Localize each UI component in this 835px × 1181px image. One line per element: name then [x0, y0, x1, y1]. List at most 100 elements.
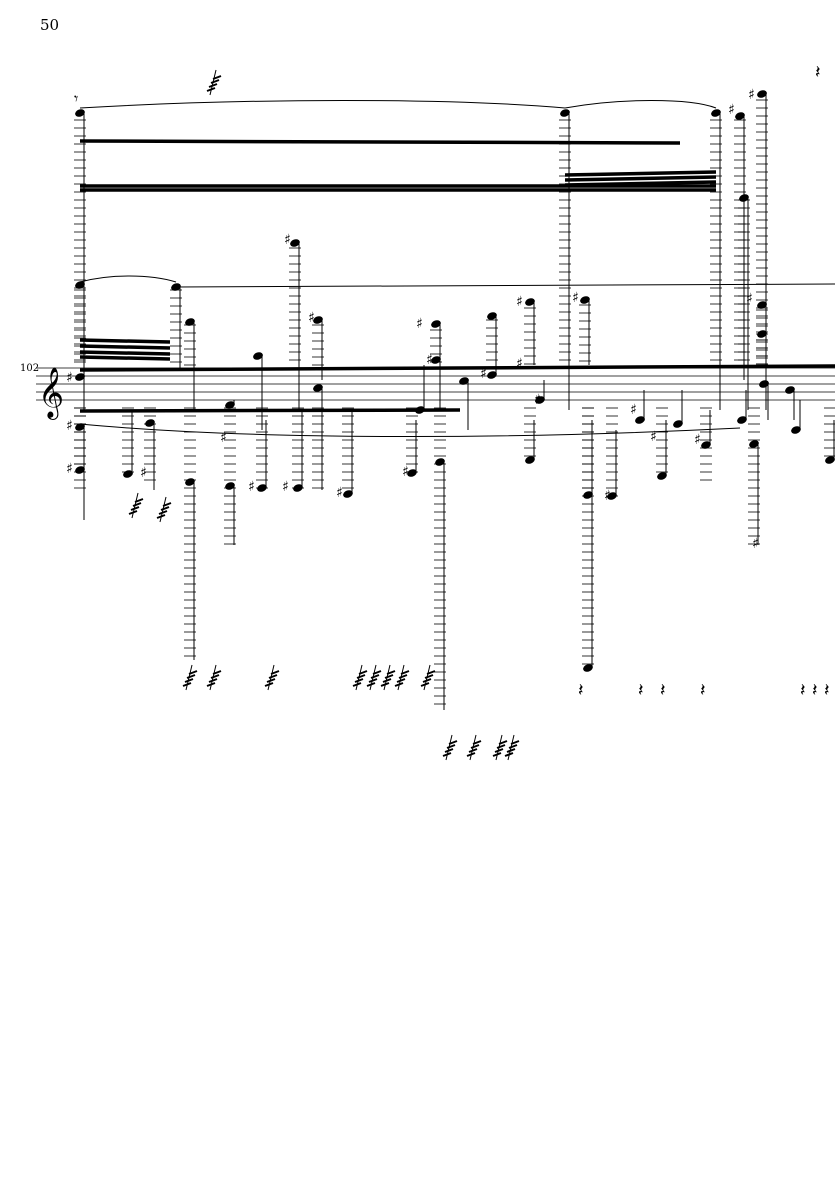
- tremolo-slash: [266, 678, 276, 683]
- note-head: [739, 194, 749, 202]
- staff-lines: [36, 367, 835, 401]
- sharp-sign: ♯: [402, 464, 409, 480]
- tremolo-stem: [209, 664, 217, 691]
- sharp-sign: ♯: [308, 310, 315, 326]
- slur: [79, 100, 566, 109]
- sharp-sign: ♯: [140, 465, 147, 481]
- note-head: [560, 109, 570, 117]
- note-head: [487, 312, 497, 320]
- note-heads: [75, 90, 835, 672]
- note-head: [757, 330, 767, 338]
- note-head: [290, 239, 300, 247]
- tremolo-slash: [368, 678, 378, 683]
- slur: [175, 283, 835, 288]
- tremolo-slash: [422, 678, 432, 683]
- note-head: [459, 377, 469, 385]
- note-head: [749, 440, 759, 448]
- note-head: [635, 416, 645, 424]
- rests: 𝄽𝄽𝄽𝄽𝄽𝄽𝄽𝄽𝄾: [74, 62, 830, 701]
- quarter-rest: 𝄽: [824, 680, 830, 701]
- tremolo-slash: [446, 744, 456, 749]
- tremolo-stem: [209, 69, 217, 96]
- note-head: [673, 420, 683, 428]
- tremolo-stem: [159, 496, 167, 523]
- note-head: [657, 472, 667, 480]
- tremolo-stem: [267, 664, 275, 691]
- tremolo-slash: [184, 678, 194, 683]
- sharp-sign: ♯: [516, 294, 523, 310]
- tremolo-stem: [355, 664, 363, 691]
- tremolo-stem: [495, 734, 503, 761]
- sharp-sign: ♯: [572, 290, 579, 306]
- tremolo-slash: [398, 674, 408, 679]
- note-head: [431, 356, 441, 364]
- sharp-sign: ♯: [284, 232, 291, 248]
- tremolo-slash: [210, 674, 220, 679]
- note-head: [535, 396, 545, 404]
- note-head: [171, 283, 181, 291]
- tremolo-slash: [382, 678, 392, 683]
- quarter-rest: 𝄽: [638, 680, 644, 701]
- note-head: [257, 484, 267, 492]
- tremolo-slash: [508, 744, 518, 749]
- note-head: [75, 109, 85, 117]
- note-head: [583, 491, 593, 499]
- note-head: [525, 456, 535, 464]
- note-head: [225, 401, 235, 409]
- note-head: [75, 281, 85, 289]
- quarter-rest: 𝄽: [812, 680, 818, 701]
- note-head: [185, 318, 195, 326]
- slurs: [79, 100, 835, 438]
- beam: [564, 175, 717, 182]
- tremolo-stem: [507, 734, 515, 761]
- note-head: [525, 298, 535, 306]
- note-head: [431, 320, 441, 328]
- note-head: [735, 112, 745, 120]
- tremolo-slash: [370, 674, 380, 679]
- note-head: [785, 386, 795, 394]
- beam: [79, 139, 681, 145]
- sharp-sign: ♯: [426, 352, 433, 368]
- beam: [79, 355, 171, 361]
- note-head: [825, 456, 835, 464]
- page-number: 50: [40, 16, 60, 34]
- treble-clef-glyph: 𝄞: [38, 367, 64, 420]
- quarter-rest: 𝄽: [660, 680, 666, 701]
- tremolo-stem: [397, 664, 405, 691]
- tremolo-slash: [444, 748, 454, 753]
- note-head: [313, 316, 323, 324]
- note-head: [145, 419, 155, 427]
- tremolo-stem: [469, 734, 477, 761]
- note-stems: [83, 94, 835, 710]
- note-head: [791, 426, 801, 434]
- sharp-sign: ♯: [746, 291, 753, 307]
- sharp-sign: ♯: [534, 392, 541, 408]
- quarter-rest: 𝄽: [578, 680, 584, 701]
- beam: [79, 350, 171, 356]
- tremolo-slash: [210, 79, 220, 84]
- note-head: [253, 352, 263, 360]
- tremolo-slash: [396, 678, 406, 683]
- note-head: [759, 380, 769, 388]
- sharp-sign: ♯: [630, 402, 637, 418]
- note-head: [343, 490, 353, 498]
- beam: [79, 338, 171, 344]
- slur: [79, 275, 177, 283]
- sharp-sign: ♯: [748, 87, 755, 103]
- note-head: [407, 469, 417, 477]
- beam: [564, 170, 717, 177]
- note-head: [415, 406, 425, 414]
- note-head: [583, 664, 593, 672]
- tremolo-slash: [384, 674, 394, 679]
- tremolo-slash: [506, 748, 516, 753]
- tremolo-stem: [383, 664, 391, 691]
- note-head: [225, 482, 235, 490]
- sharp-sign: ♯: [416, 316, 423, 332]
- sharp-sign: ♯: [282, 479, 289, 495]
- quarter-rest: 𝄽: [800, 680, 806, 701]
- sharp-sign: ♯: [66, 418, 73, 434]
- measure-number: 102: [20, 363, 40, 374]
- note-head: [293, 484, 303, 492]
- sharp-sign: ♯: [604, 488, 611, 504]
